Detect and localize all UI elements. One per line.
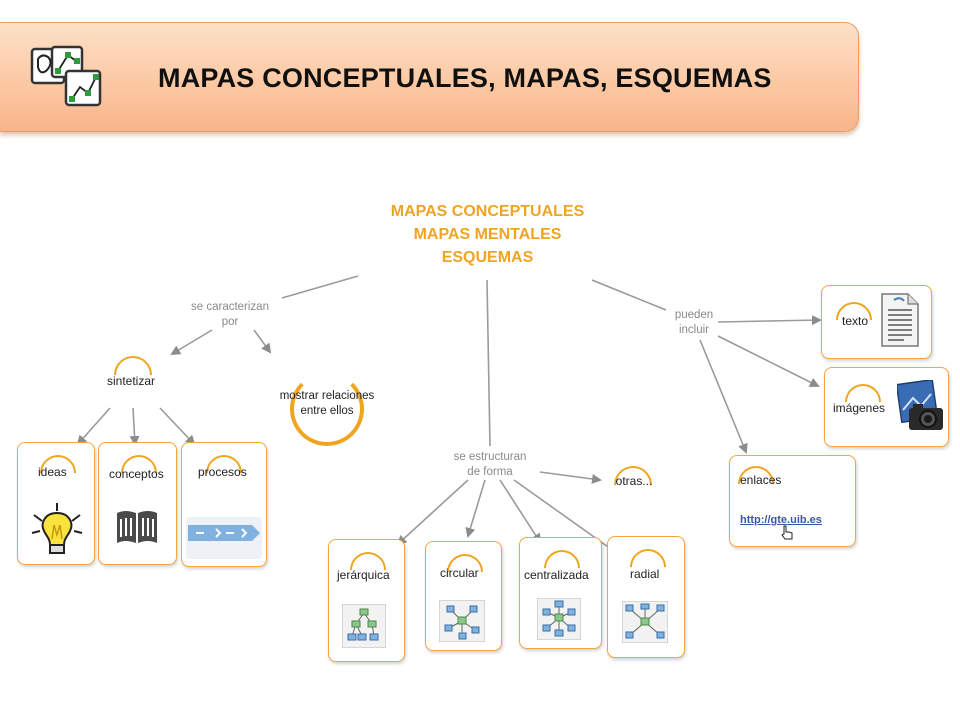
card-circular: circular (425, 541, 502, 651)
hierarchy-diagram-icon (342, 604, 386, 648)
camera-photo-icon (897, 380, 943, 430)
concept-text: mostrar relaciones (279, 390, 375, 402)
link-se-caracterizan: se caracterizan por (180, 300, 280, 330)
header-banner: MAPAS CONCEPTUALES, MAPAS, ESQUEMAS (0, 22, 859, 132)
card-jerarquica: jerárquica (328, 539, 405, 662)
card-label: centralizada (524, 568, 589, 582)
card-centralizada: centralizada (519, 537, 602, 649)
card-label: conceptos (109, 467, 164, 481)
link-text: se estructuran (453, 451, 527, 463)
link-text: se caracterizan (191, 301, 269, 313)
document-icon (881, 293, 919, 347)
radial-diagram-icon (622, 601, 668, 643)
link-text: incluir (678, 324, 710, 336)
page-title: MAPAS CONCEPTUALES, MAPAS, ESQUEMAS (158, 63, 772, 93)
link-gte-uib[interactable]: http://gte.uib.es (740, 514, 822, 526)
concept-sintetizar: sintetizar (106, 374, 156, 388)
card-label: ideas (38, 465, 67, 479)
link-text: de forma (467, 466, 513, 478)
central-concept: MAPAS CONCEPTUALES MAPAS MENTALES ESQUEM… (355, 200, 620, 269)
card-label: radial (630, 567, 660, 581)
card-conceptos: conceptos (98, 442, 177, 565)
concept-mostrar-relaciones: mostrar relaciones entre ellos (266, 389, 388, 419)
link-text: por (221, 316, 239, 328)
lightbulb-icon (31, 503, 83, 554)
central-line-3: ESQUEMAS (441, 249, 534, 266)
card-label: procesos (198, 465, 247, 479)
hand-cursor-icon (781, 525, 793, 540)
relaciones-accent (290, 372, 364, 446)
link-text: pueden (674, 309, 714, 321)
link-se-estructuran: se estructuran de forma (440, 450, 540, 480)
card-label: circular (440, 566, 479, 580)
card-label: texto (842, 314, 869, 328)
card-enlaces: enlaces http://gte.uib.es (729, 455, 856, 547)
card-imagenes: imágenes (824, 367, 949, 447)
circular-diagram-icon (439, 600, 485, 642)
book-icon (117, 511, 157, 543)
central-line-1: MAPAS CONCEPTUALES (390, 203, 585, 220)
centralized-diagram-icon (537, 598, 581, 640)
card-label: enlaces (740, 473, 782, 487)
card-label: imágenes (833, 401, 886, 415)
card-radial: radial (607, 536, 685, 658)
card-procesos: procesos (181, 442, 267, 567)
concept-text: entre ellos (300, 405, 354, 417)
central-line-2: MAPAS MENTALES (413, 226, 562, 243)
process-arrow-icon (186, 517, 262, 559)
card-texto: texto (821, 285, 932, 359)
card-ideas: ideas (17, 442, 95, 565)
concept-map-icon (30, 45, 102, 107)
card-label: jerárquica (337, 568, 390, 582)
concept-otras: otras... (615, 474, 653, 488)
link-pueden-incluir: pueden incluir (662, 308, 726, 338)
